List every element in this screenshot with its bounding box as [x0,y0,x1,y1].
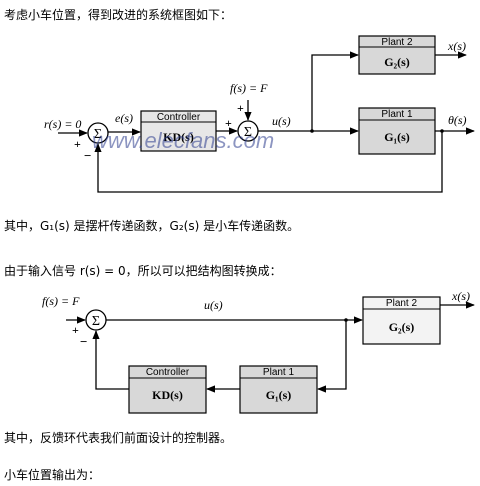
summing-junction-1 [87,122,109,144]
sigma-symbol: Σ [92,314,100,329]
plant-2-title: Plant 2 [386,298,418,309]
plus-sign: + [225,116,232,130]
sigma-symbol: Σ [94,127,102,142]
r-label: r(s) = 0 [44,117,81,131]
plus-sign: + [72,323,79,337]
controller-block [140,110,217,152]
watermark: www.elecfans.com [92,128,274,153]
feedback-note-text: 其中，反馈环代表我们前面设计的控制器。 [4,431,233,445]
intro-text: 考虑小车位置，得到改进的系统框图如下： [4,8,233,22]
e-label: e(s) [115,111,133,125]
feedback-path [94,131,443,193]
plant-1-title: Plant 1 [263,367,295,378]
plant-2-block [358,35,436,75]
plant-2-block [362,296,441,345]
plant-1-transfer-function: G₁(s) [266,388,292,402]
f-label: f(s) = F [42,294,80,308]
u-label: u(s) [272,114,291,128]
input-condition-text: 由于输入信号 r(s) = 0，所以可以把结构图转换成： [4,264,282,278]
controller-block [128,365,207,414]
plant-1-block [239,365,318,414]
plant-1-block [358,107,436,155]
plant-2-transfer-function: G₂(s) [384,55,410,69]
plus-sign: + [74,137,81,151]
minus-sign: − [80,334,87,349]
plant-1-transfer-function: G₁(s) [384,130,410,144]
diagram-2: Σ Plant 2 G₂(s) Controller KD(s) Plant 1… [42,289,475,414]
controller-transfer-function: KD(s) [152,388,183,402]
cart-output-text: 小车位置输出为： [4,468,101,482]
x-label: x(s) [447,39,466,53]
u-label: u(s) [204,298,223,312]
x-label: x(s) [451,289,470,303]
plant-definitions-text: 其中，G₁(s) 是摆杆传递函数，G₂(s) 是小车传递函数。 [4,219,300,233]
branch-to-plant-1 [317,320,347,393]
minus-sign: − [84,148,91,163]
plant-1-title: Plant 1 [381,109,413,120]
f-label: f(s) = F [230,81,268,95]
diagram-1: Σ Controller KD(s) Σ Plant 2 G₂(s) Plant… [44,35,475,193]
controller-title: Controller [157,112,201,123]
theta-label: θ(s) [448,113,467,127]
controller-title: Controller [146,367,190,378]
plant-2-transfer-function: G₂(s) [389,320,415,334]
controller-transfer-function: KD(s) [163,130,194,144]
feedback-path [92,330,129,390]
plant-2-title: Plant 2 [381,37,413,48]
branch-to-plant-2 [311,51,359,131]
sigma-symbol: Σ [244,125,252,140]
plus-sign: + [237,101,244,115]
